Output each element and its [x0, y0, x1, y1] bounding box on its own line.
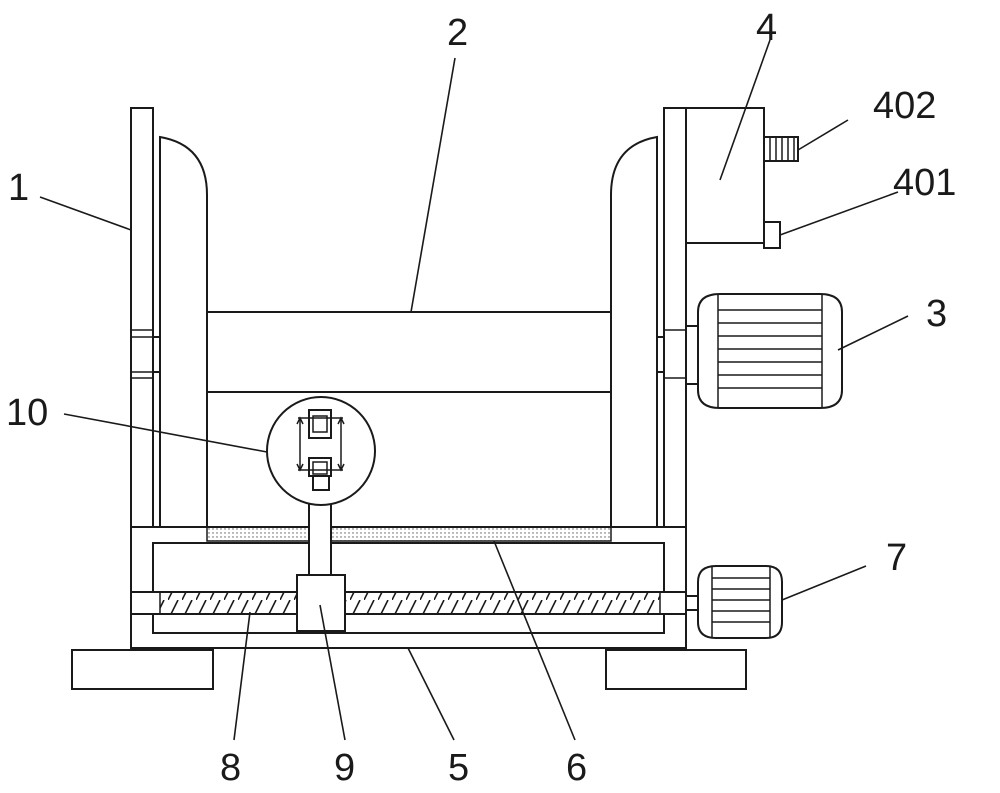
- gearbox-port-401: [763, 221, 781, 249]
- gearbox-shaft-402: [763, 136, 799, 162]
- roller-drum: [206, 311, 612, 393]
- gearbox: [685, 107, 765, 244]
- leader-4: [719, 39, 771, 181]
- leader-9: [319, 604, 346, 741]
- rail-strip: [206, 526, 612, 542]
- leader-10: [63, 413, 268, 453]
- slider-block: [296, 574, 346, 632]
- leader-5: [407, 647, 455, 741]
- motor-bottom: [697, 565, 783, 639]
- leader-3: [837, 315, 909, 351]
- left-foot: [71, 649, 214, 690]
- lead-screw: [130, 591, 699, 615]
- leader-6: [493, 540, 576, 741]
- label-lead-screw: 8: [220, 747, 241, 789]
- leader-8: [233, 611, 251, 741]
- label-frame: 1: [8, 167, 29, 209]
- leader-402: [797, 119, 849, 151]
- label-detail-circle: 10: [6, 392, 48, 434]
- right-side-plate: [610, 135, 658, 528]
- right-foot: [605, 649, 747, 690]
- label-slider: 9: [334, 747, 355, 789]
- label-rail-strip: 6: [566, 747, 587, 789]
- leader-1: [39, 196, 132, 231]
- motor-right: [685, 293, 843, 409]
- label-gearbox-port: 401: [893, 162, 956, 204]
- leader-2: [410, 57, 456, 313]
- leader-401: [779, 191, 899, 236]
- detail-circle: [266, 396, 376, 506]
- label-motor-bottom: 7: [886, 537, 907, 579]
- leader-7: [781, 565, 867, 601]
- base-inner-frame: [152, 542, 665, 634]
- label-gearbox: 4: [756, 7, 777, 49]
- left-frame-post: [130, 107, 161, 649]
- label-roller: 2: [447, 12, 468, 54]
- label-motor-right: 3: [926, 293, 947, 335]
- label-gearbox-shaft: 402: [873, 85, 936, 127]
- label-base: 5: [448, 747, 469, 789]
- left-side-plate: [159, 135, 208, 528]
